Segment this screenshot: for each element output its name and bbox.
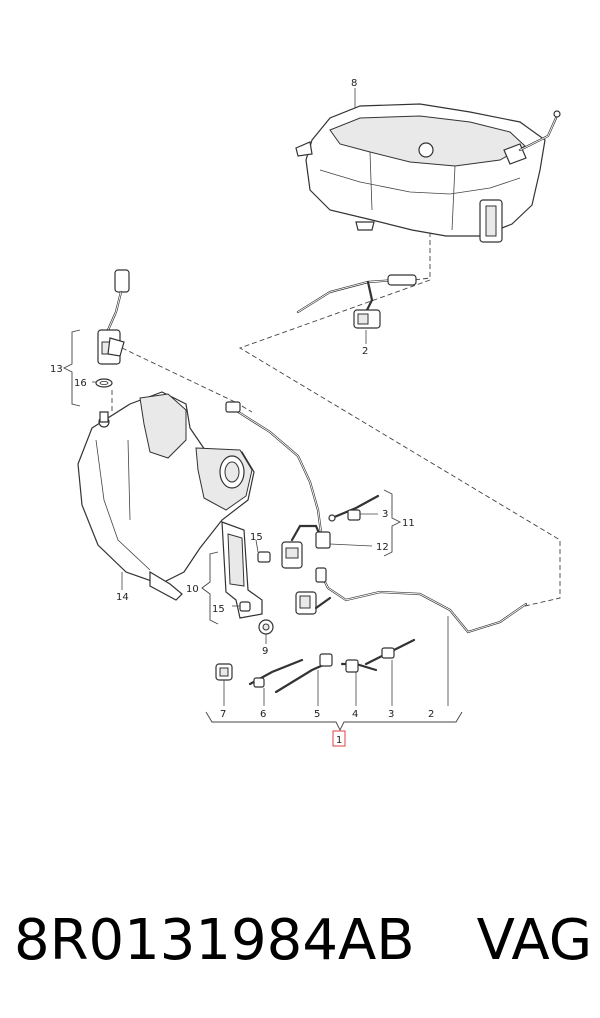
cable-tie-part-3-lower (364, 638, 416, 666)
harness-part-2-lower (295, 567, 528, 634)
callout-12: 12 (376, 542, 389, 553)
callout-11: 11 (402, 518, 415, 529)
part-number: 8R0131984AB (14, 908, 415, 973)
nut-part-15-lower (239, 601, 251, 612)
leader-lines (92, 88, 449, 706)
sensor-part-12 (225, 401, 331, 569)
nut-part-15-upper (257, 551, 271, 563)
group-brackets (62, 329, 463, 732)
holder-part-4 (340, 659, 378, 673)
catalytic-converter-part-14 (77, 391, 255, 601)
callout-13: 13 (50, 364, 63, 375)
callout-1: 1 (336, 735, 342, 746)
seal-part-16 (95, 378, 113, 388)
callout-8: 8 (351, 78, 357, 89)
callout-10: 10 (186, 584, 199, 595)
callout-2-upper: 2 (362, 346, 368, 357)
callout-1-highlight (332, 730, 346, 747)
grommet-part-7 (215, 663, 233, 681)
cable-tie-part-5 (274, 653, 333, 694)
clip-part-9 (258, 619, 274, 635)
cable-tie-part-3-upper (328, 494, 380, 522)
bracket-part-10 (221, 521, 263, 619)
sensor-part-13 (97, 269, 130, 365)
callout-14: 14 (116, 592, 129, 603)
part-caption: 8R0131984AB VAG (14, 896, 594, 986)
callout-7: 7 (220, 709, 226, 720)
cable-tie-part-6 (248, 658, 304, 688)
brand-label: VAG (476, 908, 593, 973)
callout-3-lower: 3 (388, 709, 394, 720)
callout-3-upper: 3 (382, 509, 388, 520)
callout-6: 6 (260, 709, 266, 720)
callout-2-lower: 2 (428, 709, 434, 720)
callout-4: 4 (352, 709, 358, 720)
callouts: 8 2 13 16 3 11 12 15 10 14 15 9 7 6 5 4 … (50, 78, 434, 747)
harness-part-2-upper (296, 274, 417, 329)
callout-15-lower: 15 (212, 604, 225, 615)
callout-15-upper: 15 (250, 532, 263, 543)
callout-5: 5 (314, 709, 320, 720)
callout-9: 9 (262, 646, 268, 657)
callout-16: 16 (74, 378, 87, 389)
tank-part-8 (295, 103, 561, 243)
exploded-parts-diagram: 8 2 13 16 3 11 12 15 10 14 15 9 7 6 5 4 … (50, 78, 561, 747)
